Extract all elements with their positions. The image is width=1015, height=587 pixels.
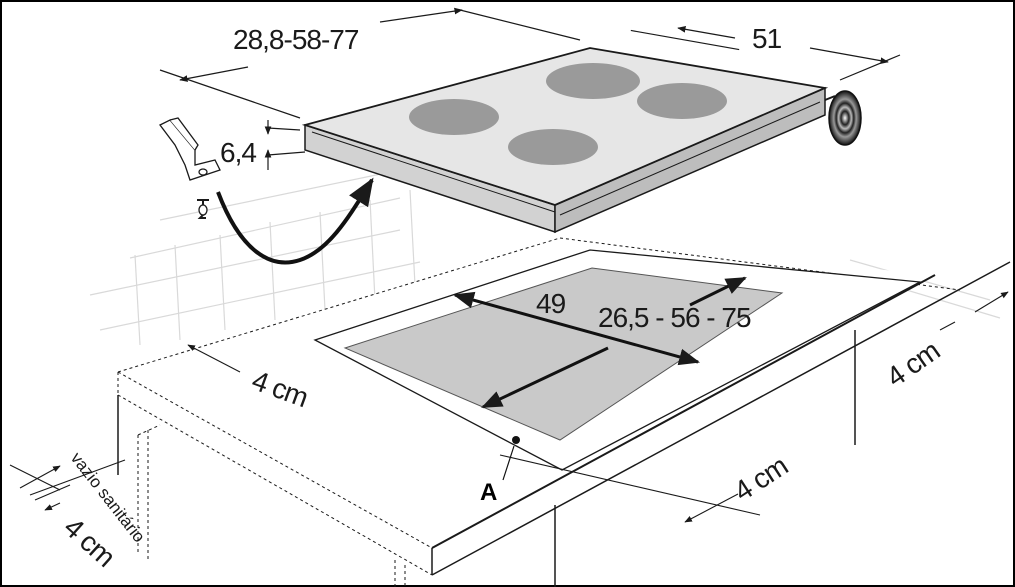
hob bbox=[301, 47, 829, 234]
install-arrow bbox=[216, 177, 374, 265]
cooking-zone-rear-right bbox=[546, 63, 640, 99]
dim-margin-right bbox=[939, 291, 1009, 331]
fixing-bracket bbox=[159, 117, 221, 181]
dim-hob-width bbox=[159, 7, 581, 119]
cable-connector bbox=[824, 90, 862, 146]
dim-vent-gap bbox=[9, 459, 126, 511]
dim-hob-depth bbox=[630, 25, 901, 81]
screw-icon bbox=[197, 199, 209, 219]
cooking-zone-front-right bbox=[637, 83, 727, 119]
label-cutout-width: 26,5 - 56 - 75 bbox=[598, 302, 751, 333]
label-hob-width: 28,8-58-77 bbox=[233, 24, 359, 55]
label-margin-back: 4 cm bbox=[881, 335, 945, 393]
cooking-zone-rear-left bbox=[409, 99, 499, 135]
point-a-leader bbox=[502, 445, 515, 481]
dim-cutout-depth bbox=[452, 291, 701, 366]
dim-margin-left bbox=[187, 344, 241, 373]
dim-margin-front bbox=[499, 454, 761, 523]
label-cutout-depth: 49 bbox=[536, 288, 566, 319]
label-hob-height: 6,4 bbox=[220, 137, 256, 168]
point-a-marker bbox=[512, 436, 520, 444]
cooking-zone-front-left bbox=[508, 129, 598, 165]
label-hob-depth: 51 bbox=[752, 23, 782, 54]
label-margin-front: 4 cm bbox=[728, 450, 792, 507]
dim-hob-height bbox=[264, 120, 306, 170]
label-point-a: A bbox=[480, 479, 497, 506]
label-gap-size: 4 cm bbox=[58, 511, 121, 572]
dim-cutout-width-back bbox=[689, 276, 747, 307]
dim-cutout-width-front bbox=[481, 346, 609, 409]
